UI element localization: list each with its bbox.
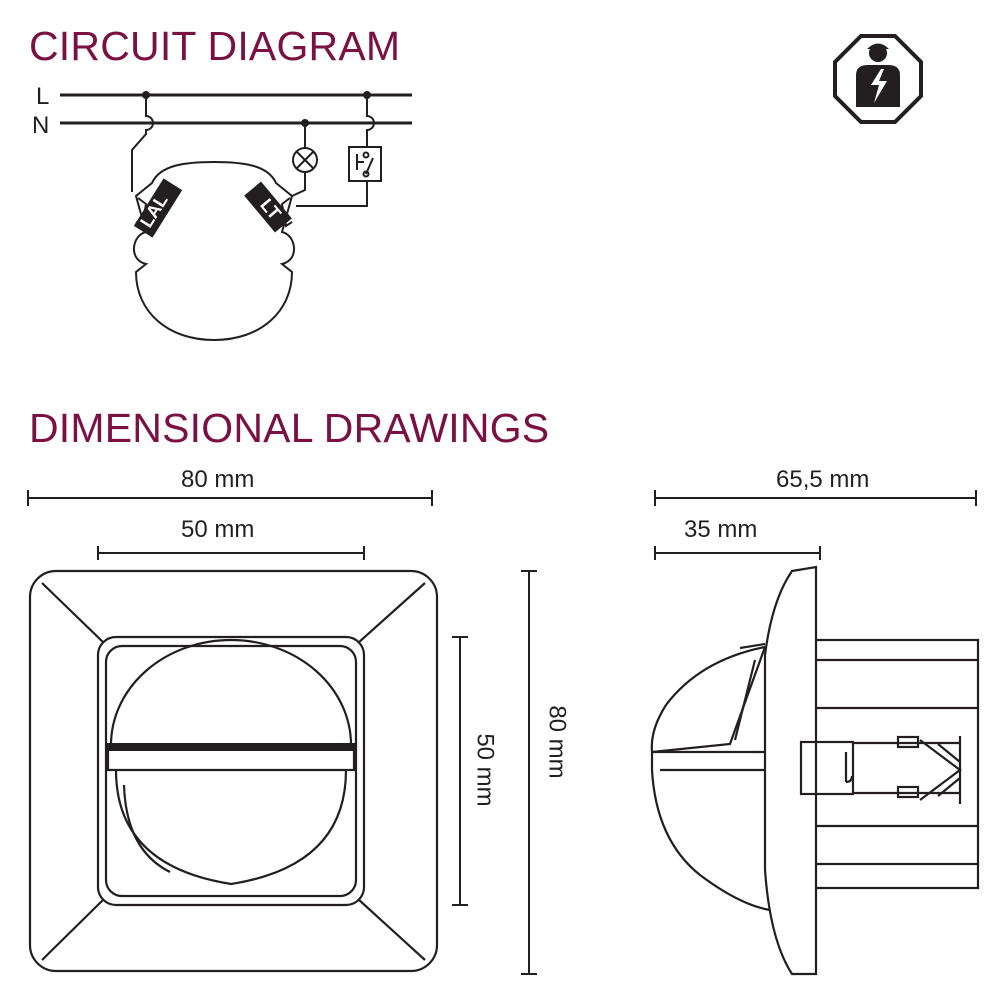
line-label-n: N [32, 112, 50, 139]
side-housing [816, 638, 980, 890]
dim-side-depth-flush [654, 546, 821, 560]
side-lens-dome [650, 645, 771, 912]
device-body-outline [133, 160, 295, 342]
dim-front-width-inner [97, 546, 365, 560]
front-lens-upper [109, 638, 353, 746]
front-view-drawing [28, 569, 439, 973]
side-spring-clip [919, 739, 962, 801]
line-label-l: L [36, 83, 50, 110]
dim-front-height-inner [452, 636, 468, 906]
electrician-warning-icon [833, 34, 923, 124]
wire-l-to-button [366, 95, 375, 147]
front-lens-ridge [106, 751, 356, 772]
circuit-diagram-title: CIRCUIT DIAGRAM [29, 23, 401, 69]
front-frame-inner [96, 635, 366, 907]
side-depth-total-label: 65,5 mm [776, 466, 870, 493]
front-width-inner-label: 50 mm [181, 516, 255, 543]
front-lens-band [107, 743, 355, 751]
circuit-diagram [60, 91, 412, 342]
lamp-icon [292, 147, 318, 173]
side-terminal-block [799, 740, 855, 796]
terminal-lal [133, 178, 183, 238]
dimensional-drawings-title: DIMENSIONAL DRAWINGS [29, 405, 550, 451]
front-frame-outer [28, 569, 439, 973]
dim-front-height-outer [521, 570, 537, 975]
front-lens-lower [114, 769, 348, 886]
dimension-lines [27, 490, 977, 975]
wire-l-to-lal [131, 95, 154, 192]
side-view-drawing [650, 565, 980, 976]
wire-button-to-terminal [296, 181, 368, 207]
dim-front-width-outer [27, 490, 433, 506]
terminal-lt [244, 181, 292, 233]
side-cover-plate [763, 565, 818, 976]
front-width-outer-label: 80 mm [181, 466, 255, 493]
dim-side-depth-total [654, 490, 977, 506]
side-depth-flush-label: 35 mm [684, 516, 758, 543]
wire-lamp-to-terminal [291, 172, 306, 197]
pushbutton-icon [348, 146, 382, 182]
front-insert [104, 644, 358, 898]
